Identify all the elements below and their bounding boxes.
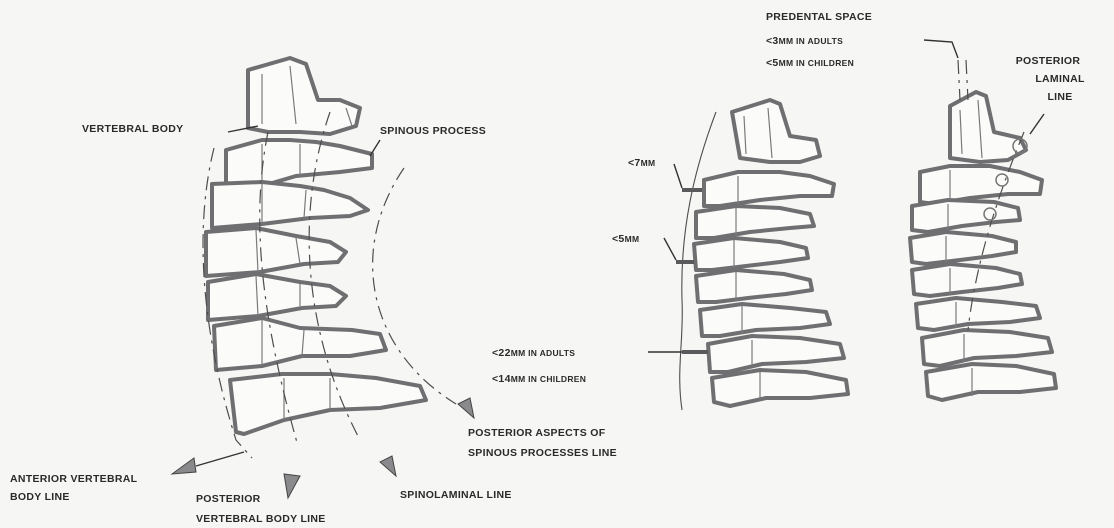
label-22mm-adults: <22MM IN ADULTS — [492, 347, 575, 359]
posterior-body-line-arrow — [284, 474, 300, 498]
vertebra-t1 — [230, 374, 426, 434]
c2-dens — [248, 58, 360, 134]
label-posterior-body-2: VERTEBRAL BODY LINE — [196, 513, 326, 525]
vertebra-c5 — [206, 228, 346, 276]
label-predental-space: PREDENTAL SPACE — [766, 11, 872, 23]
label-five-mm: <5MM — [612, 233, 639, 245]
label-posterior-body-1: POSTERIOR — [196, 493, 261, 505]
label-posterior-laminal-3: LINE — [1047, 91, 1072, 103]
label-anterior-line-1: ANTERIOR VERTEBRAL — [10, 473, 138, 485]
left-spine-drawing — [172, 58, 474, 498]
middle-spine-drawing — [648, 100, 848, 410]
label-posterior-aspects-1: POSTERIOR ASPECTS OF — [468, 427, 606, 439]
posterior-spinous-line-arrow — [458, 398, 474, 418]
label-vertebral-body: VERTEBRAL BODY — [82, 123, 183, 135]
right-spine-drawing — [910, 40, 1056, 400]
label-spinous-process: SPINOUS PROCESS — [380, 125, 486, 137]
vertebra-c4 — [212, 182, 368, 228]
label-posterior-laminal-1: POSTERIOR — [1016, 55, 1081, 67]
label-14mm-children: <14MM IN CHILDREN — [492, 373, 586, 385]
vertebra-c6 — [208, 274, 346, 320]
spinolaminal-line-arrow — [380, 456, 396, 476]
label-posterior-laminal-2: LAMINAL — [1035, 73, 1085, 85]
label-5mm-children: <5MM IN CHILDREN — [766, 57, 854, 69]
vertebra-c7 — [214, 318, 386, 370]
label-seven-mm: <7MM — [628, 157, 655, 169]
label-3mm-adults: <3MM IN ADULTS — [766, 35, 843, 47]
anterior-line-arrow — [172, 458, 196, 474]
label-spinolaminal: SPINOLAMINAL LINE — [400, 489, 512, 501]
posterior-spinous-line — [373, 168, 456, 404]
label-posterior-aspects-2: SPINOUS PROCESSES LINE — [468, 447, 617, 459]
label-anterior-line-2: BODY LINE — [10, 491, 70, 503]
